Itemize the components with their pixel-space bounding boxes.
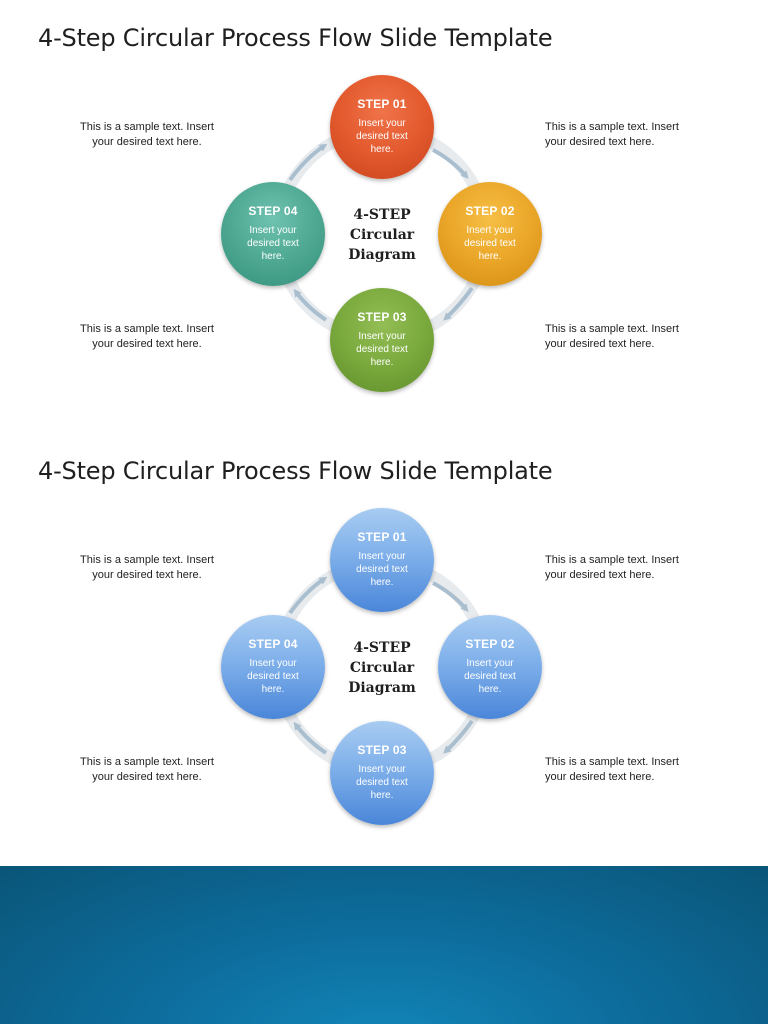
center-label-line: Circular	[349, 227, 415, 243]
step-03-circle: STEP 03 Insert your desired text here.	[330, 288, 434, 392]
step-04-circle: STEP 04 Insert your desired text here.	[221, 182, 325, 286]
slide-colored: 4-Step Circular Process Flow Slide Templ…	[0, 0, 768, 433]
sample-text-top-right: This is a sample text. Insert your desir…	[545, 121, 679, 148]
step-02-circle: STEP 02 Insert your desired text here.	[438, 182, 542, 286]
sample-text-bottom-right: This is a sample text. Insert your desir…	[545, 323, 679, 350]
step-text: Insert your desired text here.	[464, 225, 516, 262]
arrow-2-to-3	[443, 719, 474, 754]
step-label: STEP 03	[357, 743, 407, 757]
step-text: Insert your desired text here.	[464, 658, 516, 695]
center-label-line: Diagram	[348, 680, 416, 696]
step-label: STEP 03	[357, 310, 407, 324]
center-label-line: Diagram	[348, 247, 416, 263]
sample-text-top-left: This is a sample text. Insert your desir…	[80, 121, 214, 148]
slide-blue: 4-Step Circular Process Flow Slide Templ…	[0, 433, 768, 866]
center-label-line: Circular	[349, 660, 415, 676]
step-label: STEP 04	[248, 204, 298, 218]
slide-title: 4-Step Circular Process Flow Slide Templ…	[38, 24, 553, 52]
step-03-circle: STEP 03 Insert your desired text here.	[330, 721, 434, 825]
sample-text-bottom-left: This is a sample text. Insert your desir…	[80, 323, 214, 350]
step-text: Insert your desired text here.	[356, 551, 408, 588]
arrow-2-to-3	[443, 286, 474, 321]
cycle-arrows	[288, 143, 474, 322]
center-label: 4-STEP Circular Diagram	[337, 638, 427, 698]
sample-text-bottom-left: This is a sample text. Insert your desir…	[80, 756, 214, 783]
step-label: STEP 04	[248, 637, 298, 651]
step-04-circle: STEP 04 Insert your desired text here.	[221, 615, 325, 719]
step-text: Insert your desired text here.	[356, 118, 408, 155]
step-text: Insert your desired text here.	[356, 764, 408, 801]
center-label: 4-STEP Circular Diagram	[337, 205, 427, 265]
cycle-arrows	[288, 576, 474, 755]
arrow-1-to-2	[432, 148, 469, 180]
center-label-line: 4-STEP	[353, 207, 411, 223]
sample-text-bottom-right: This is a sample text. Insert your desir…	[545, 756, 679, 783]
slide-title: 4-Step Circular Process Flow Slide Templ…	[38, 457, 553, 485]
step-label: STEP 01	[357, 530, 407, 544]
arrow-4-to-1	[288, 576, 328, 615]
step-01-circle: STEP 01 Insert your desired text here.	[330, 508, 434, 612]
footer-band	[0, 866, 768, 1024]
step-label: STEP 02	[465, 204, 515, 218]
arrow-3-to-4	[293, 721, 328, 755]
sample-text-top-left: This is a sample text. Insert your desir…	[80, 554, 214, 581]
step-text: Insert your desired text here.	[247, 225, 299, 262]
arrow-4-to-1	[288, 143, 328, 182]
step-label: STEP 01	[357, 97, 407, 111]
arrow-1-to-2	[432, 581, 469, 613]
step-label: STEP 02	[465, 637, 515, 651]
arrow-3-to-4	[293, 288, 328, 322]
sample-text-top-right: This is a sample text. Insert your desir…	[545, 554, 679, 581]
center-label-line: 4-STEP	[353, 640, 411, 656]
step-text: Insert your desired text here.	[356, 331, 408, 368]
step-01-circle: STEP 01 Insert your desired text here.	[330, 75, 434, 179]
step-text: Insert your desired text here.	[247, 658, 299, 695]
step-02-circle: STEP 02 Insert your desired text here.	[438, 615, 542, 719]
